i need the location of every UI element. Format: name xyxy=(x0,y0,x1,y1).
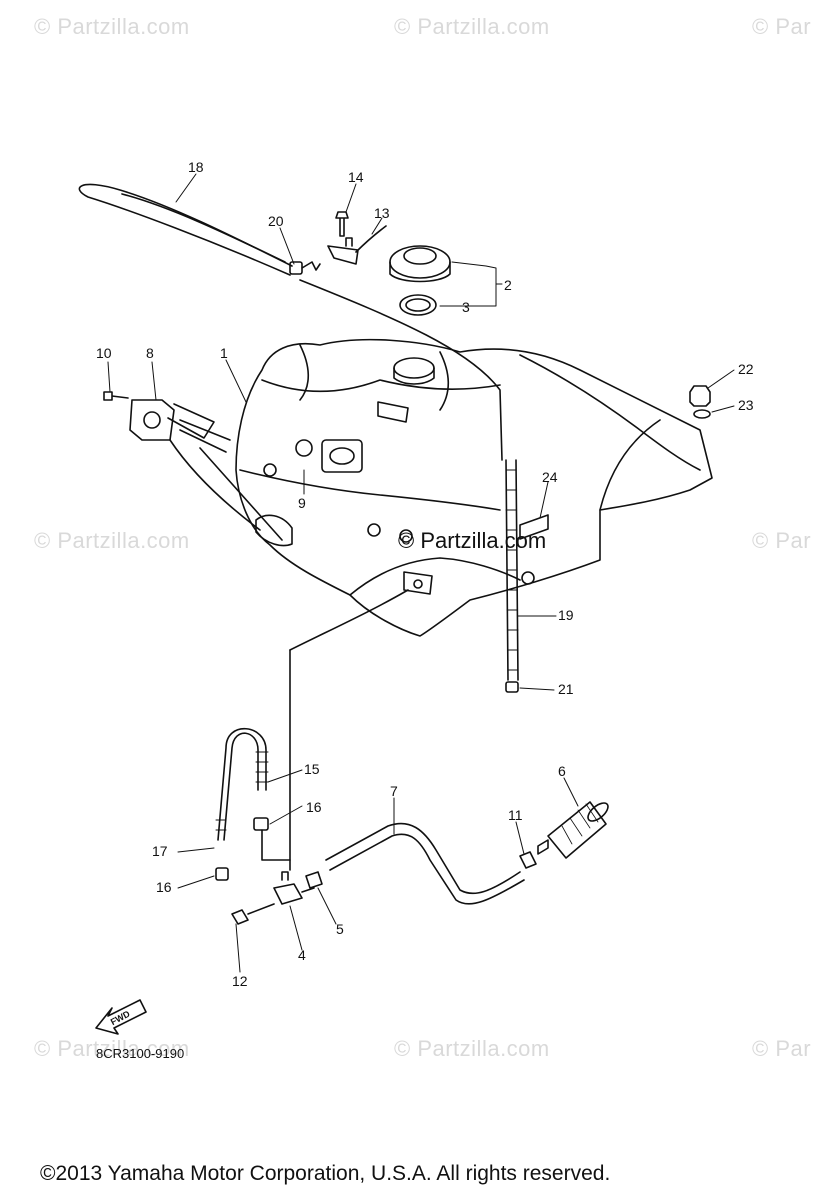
petcock-4 xyxy=(273,871,315,905)
watermark-mid-right: © Par xyxy=(752,528,812,553)
copyright-text: ©2013 Yamaha Motor Corporation, U.S.A. A… xyxy=(40,1162,611,1185)
watermark-bottom-center: © Partzilla.com xyxy=(394,1036,550,1061)
clamp-16-lower xyxy=(215,867,229,881)
watermark-bottom-right: © Par xyxy=(752,1036,812,1061)
callout-22: 22 xyxy=(738,361,754,377)
vent-hose-15 xyxy=(217,727,267,841)
callout-17: 17 xyxy=(152,843,168,859)
breather-hose-inner xyxy=(121,193,286,263)
watermark-top-left: © Partzilla.com xyxy=(34,14,190,39)
clamp-5 xyxy=(305,871,323,889)
washer-23 xyxy=(693,409,711,419)
callout-5: 5 xyxy=(336,921,344,937)
nut-22 xyxy=(689,385,711,407)
callout-6: 6 xyxy=(558,763,566,779)
screw-14 xyxy=(335,211,349,237)
callout-24: 24 xyxy=(542,469,558,485)
callout-15: 15 xyxy=(304,761,320,777)
callout-13: 13 xyxy=(374,205,390,221)
clamp-20 xyxy=(289,261,303,275)
callout-8: 8 xyxy=(146,345,154,361)
callout-18: 18 xyxy=(188,159,204,175)
center-watermark: © Partzilla.com xyxy=(398,528,547,553)
callout-21: 21 xyxy=(558,681,574,697)
callout-14: 14 xyxy=(348,169,364,185)
diagram-code: 8CR3100-9190 xyxy=(96,1046,185,1061)
fuel-filter-6 xyxy=(537,801,609,859)
clamp-11 xyxy=(519,851,537,869)
callout-16-lower: 16 xyxy=(156,879,172,895)
callout-3: 3 xyxy=(462,299,470,315)
screw-10 xyxy=(103,391,129,401)
callout-7: 7 xyxy=(390,783,398,799)
watermark-top-right: © Par xyxy=(752,14,812,39)
hose-19 xyxy=(299,279,503,461)
fuel-hose-7 xyxy=(325,822,525,905)
screw-12 xyxy=(231,903,275,925)
clamp-16-upper xyxy=(253,817,269,831)
callout-20: 20 xyxy=(268,213,284,229)
pump-plate-8 xyxy=(129,399,175,441)
vent-fitting-13 xyxy=(327,225,387,265)
callout-2: 2 xyxy=(504,277,512,293)
callout-19: 19 xyxy=(558,607,574,623)
callout-9: 9 xyxy=(298,495,306,511)
fuel-cap xyxy=(389,245,451,279)
callout-1: 1 xyxy=(220,345,228,361)
breather-hose xyxy=(78,183,293,276)
watermark-top-center: © Partzilla.com xyxy=(394,14,550,39)
callout-4: 4 xyxy=(298,947,306,963)
callout-12: 12 xyxy=(232,973,248,989)
fwd-arrow xyxy=(95,999,147,1035)
callout-11: 11 xyxy=(508,807,523,823)
watermark-bottom-left: © Partzilla.com xyxy=(34,1036,190,1061)
callout-16-upper: 16 xyxy=(306,799,322,815)
cap-gasket xyxy=(399,294,437,316)
clamp-21 xyxy=(505,681,519,693)
watermark-mid-left: © Partzilla.com xyxy=(34,528,190,553)
callout-23: 23 xyxy=(738,397,754,413)
callout-10: 10 xyxy=(96,345,112,361)
